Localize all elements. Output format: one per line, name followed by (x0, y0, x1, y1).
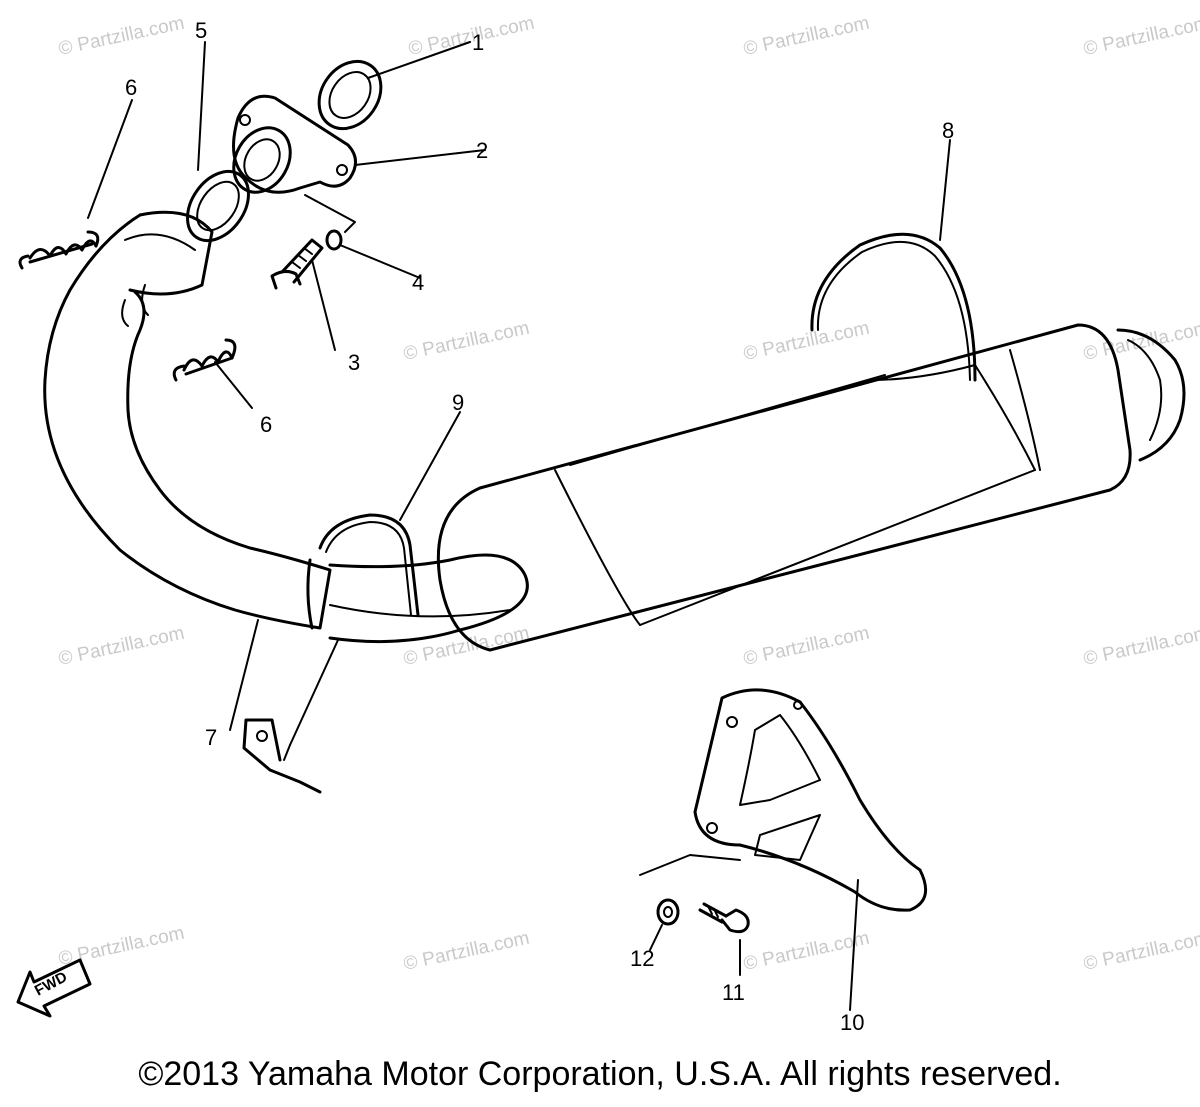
part-bolt (270, 238, 324, 290)
watermark: © Partzilla.com (742, 318, 872, 365)
watermark: © Partzilla.com (742, 623, 872, 670)
watermark: © Partzilla.com (1082, 928, 1200, 975)
part-exhaust-pipe (43, 210, 529, 644)
callout-12: 12 (630, 946, 654, 971)
callout-10: 10 (840, 1010, 864, 1035)
watermark: © Partzilla.com (742, 13, 872, 60)
part-pipe-spring (318, 513, 420, 617)
part-exhaust-flange (232, 94, 357, 194)
watermark: © Partzilla.com (1082, 623, 1200, 670)
part-bracket-washer (656, 898, 680, 926)
callout-5: 5 (195, 18, 207, 43)
watermark: © Partzilla.com (57, 13, 187, 60)
part-pipe-bracket (242, 718, 322, 794)
callout-7: 7 (205, 725, 217, 750)
copyright-notice: ©2013 Yamaha Motor Corporation, U.S.A. A… (138, 1055, 1062, 1093)
callout-4: 4 (412, 270, 424, 295)
callout-6: 6 (125, 75, 137, 100)
watermarks: © Partzilla.com © Partzilla.com © Partzi… (57, 13, 1200, 975)
fwd-arrow-icon: FWD (16, 958, 92, 1018)
callout-9: 9 (452, 390, 464, 415)
part-gasket-ring (317, 59, 383, 131)
callout-2: 2 (476, 138, 488, 163)
watermark: © Partzilla.com (1082, 318, 1200, 365)
leader-line (304, 194, 356, 233)
callout-1: 1 (472, 30, 484, 55)
callout-6-lower: 6 (260, 412, 272, 437)
part-gasket (186, 169, 250, 243)
part-bracket-bolt (698, 902, 750, 934)
part-muffler (436, 323, 1186, 652)
callout-3: 3 (348, 350, 360, 375)
watermark: © Partzilla.com (57, 623, 187, 670)
watermark: © Partzilla.com (402, 928, 532, 975)
callout-numbers: 1 2 3 4 5 6 6 7 8 9 10 11 12 (125, 18, 954, 1035)
leader-lines (87, 41, 951, 1011)
callout-11: 11 (722, 980, 745, 1005)
part-muffler-spring (810, 232, 977, 382)
callout-8: 8 (942, 118, 954, 143)
part-spring-lower (172, 338, 237, 382)
watermark: © Partzilla.com (402, 318, 532, 365)
watermark: © Partzilla.com (1082, 13, 1200, 60)
part-washer (325, 229, 343, 251)
part-muffler-bracket (639, 688, 928, 912)
part-spring-upper (18, 230, 100, 270)
